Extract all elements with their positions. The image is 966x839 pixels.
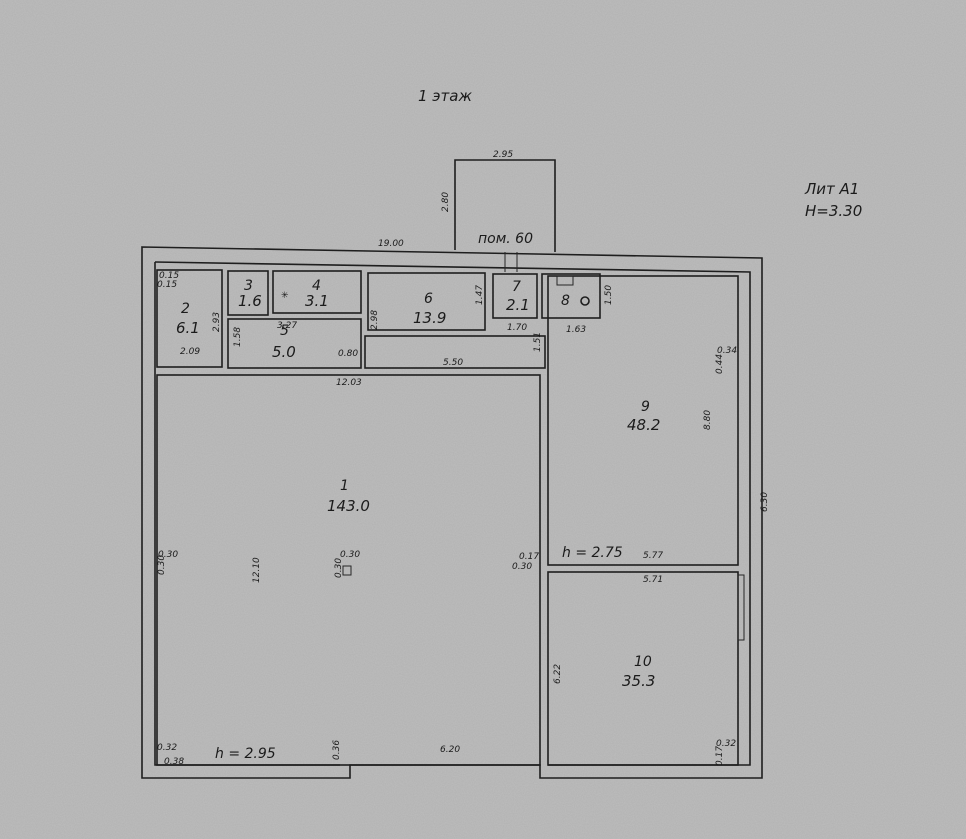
svg-text:0.30: 0.30: [340, 550, 360, 560]
svg-text:0.34: 0.34: [717, 346, 737, 356]
svg-text:0.17: 0.17: [715, 746, 725, 766]
room-5-outline: [227, 318, 362, 369]
svg-text:2.93: 2.93: [212, 312, 222, 332]
svg-text:0.32: 0.32: [157, 743, 177, 753]
window-right: [737, 574, 745, 641]
svg-text:6.30: 6.30: [760, 492, 770, 512]
dimension-labels: 19.00 0.15 0.15 2.93 2.09 1.58 3.27 0.80…: [157, 239, 770, 767]
svg-text:0.36: 0.36: [332, 740, 342, 760]
room-4-outline: [272, 270, 362, 314]
svg-text:3: 3: [244, 278, 253, 294]
svg-text:1.70: 1.70: [507, 323, 527, 333]
svg-text:0.38: 0.38: [164, 757, 184, 767]
room-3-outline: [227, 270, 269, 316]
svg-text:0.15: 0.15: [157, 280, 177, 290]
svg-text:35.3: 35.3: [622, 672, 655, 690]
svg-text:5.50: 5.50: [443, 358, 463, 368]
svg-text:5.77: 5.77: [643, 551, 663, 561]
svg-text:1.6: 1.6: [238, 292, 262, 310]
room-3: 31.6: [238, 278, 262, 310]
room-7: 72.1: [506, 279, 530, 314]
room-8-outline: [541, 273, 601, 319]
svg-text:5.0: 5.0: [272, 343, 296, 361]
room-1: 1 143.0: [327, 478, 370, 515]
corridor-outline: [364, 335, 546, 369]
svg-text:6: 6: [424, 291, 433, 307]
room-1-outline: [156, 374, 541, 766]
room-2: 26.1: [176, 301, 200, 337]
svg-text:12.10: 12.10: [252, 557, 262, 583]
room-1-ceiling-height: h = 2.95: [215, 746, 276, 762]
svg-text:143.0: 143.0: [327, 497, 370, 515]
svg-text:10: 10: [634, 654, 652, 670]
svg-text:2.1: 2.1: [506, 296, 530, 314]
svg-text:12.03: 12.03: [336, 378, 362, 388]
annex-outline: [454, 159, 556, 252]
svg-text:1: 1: [340, 478, 349, 494]
room-9: 948.2: [627, 399, 660, 434]
svg-text:5.71: 5.71: [643, 575, 663, 585]
annex-depth: 2.80: [441, 192, 451, 212]
svg-text:1.63: 1.63: [566, 325, 586, 335]
lit-height: Н=3.30: [805, 202, 862, 220]
toilet-icon: [580, 296, 590, 306]
svg-text:1.51: 1.51: [533, 332, 543, 352]
room-2-outline: [156, 269, 223, 368]
svg-text:6.22: 6.22: [553, 664, 563, 684]
svg-text:1.47: 1.47: [475, 285, 485, 305]
room-8: 8: [561, 293, 570, 309]
svg-text:13.9: 13.9: [413, 309, 446, 327]
annex-label: пом. 60: [478, 231, 533, 247]
svg-text:19.00: 19.00: [378, 239, 404, 249]
svg-text:3.1: 3.1: [305, 292, 329, 310]
floor-title: 1 этаж: [418, 87, 472, 105]
svg-text:0.32: 0.32: [716, 739, 736, 749]
room-10-outline: [547, 571, 739, 766]
svg-text:0.30: 0.30: [334, 558, 344, 578]
svg-text:1.58: 1.58: [233, 327, 243, 347]
svg-text:0.30: 0.30: [512, 562, 532, 572]
svg-text:0.15: 0.15: [159, 271, 179, 281]
svg-text:5: 5: [280, 323, 289, 339]
sink-fixture: [556, 275, 574, 286]
annex-width: 2.95: [493, 150, 513, 160]
svg-text:0.44: 0.44: [715, 354, 725, 374]
room-6: 613.9: [413, 291, 446, 327]
svg-text:2.09: 2.09: [180, 347, 200, 357]
svg-text:9: 9: [641, 399, 650, 415]
svg-text:0.17: 0.17: [519, 552, 539, 562]
ventilation-icon: ✳: [281, 291, 289, 301]
room-9-outline: [547, 275, 739, 566]
svg-text:0.30: 0.30: [157, 555, 167, 575]
svg-text:3.27: 3.27: [277, 321, 297, 331]
svg-text:0.30: 0.30: [158, 550, 178, 560]
svg-text:8: 8: [561, 293, 570, 309]
room-10: 10 35.3: [622, 654, 655, 690]
svg-text:4: 4: [312, 278, 321, 294]
svg-text:48.2: 48.2: [627, 416, 660, 434]
room-9-ceiling-height: h = 2.75: [562, 545, 623, 561]
lit-name: Лит А1: [804, 180, 859, 198]
svg-text:6.1: 6.1: [176, 319, 200, 337]
room-6-outline: [367, 272, 486, 331]
svg-text:2: 2: [181, 301, 190, 317]
room-4: 43.1: [305, 278, 329, 310]
room-7-outline: [492, 273, 538, 319]
svg-text:1.50: 1.50: [604, 285, 614, 305]
svg-text:6.20: 6.20: [440, 745, 460, 755]
svg-text:8.80: 8.80: [703, 410, 713, 430]
room-5: 55.0: [272, 323, 296, 361]
column-room-1: [342, 565, 352, 576]
svg-text:2.98: 2.98: [370, 310, 380, 330]
svg-text:7: 7: [512, 279, 521, 295]
svg-text:0.80: 0.80: [338, 349, 358, 359]
